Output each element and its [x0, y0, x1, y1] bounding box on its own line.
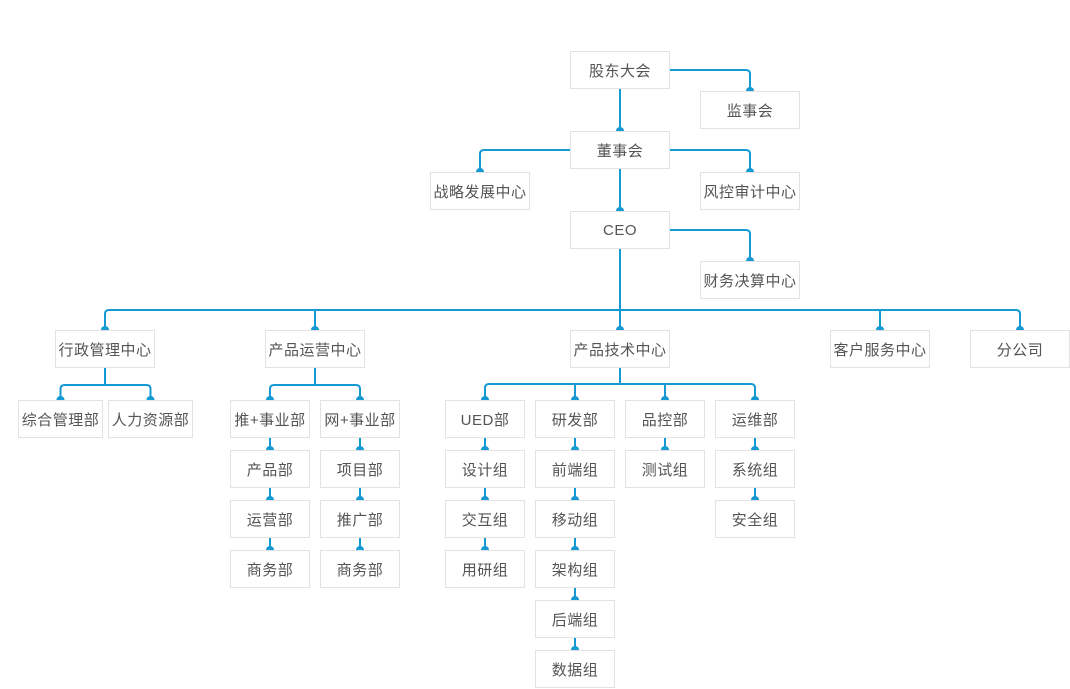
- node-qc-dept: 品控部: [625, 400, 705, 438]
- node-product-ops-center: 产品运营中心: [265, 330, 365, 368]
- node-rd-dept: 研发部: [535, 400, 615, 438]
- node-operations-dept: 运营部: [230, 500, 310, 538]
- node-supervisory-board: 监事会: [700, 91, 800, 129]
- node-risk-audit-center: 风控审计中心: [700, 172, 800, 210]
- node-shareholders-meeting: 股东大会: [570, 51, 670, 89]
- node-om-dept: 运维部: [715, 400, 795, 438]
- node-system-team: 系统组: [715, 450, 795, 488]
- node-backend-team: 后端组: [535, 600, 615, 638]
- node-ued-dept: UED部: [445, 400, 525, 438]
- node-ceo: CEO: [570, 211, 670, 249]
- node-admin-center: 行政管理中心: [55, 330, 155, 368]
- node-general-mgmt-dept: 综合管理部: [18, 400, 103, 438]
- node-hr-dept: 人力资源部: [108, 400, 193, 438]
- node-strategy-center: 战略发展中心: [430, 172, 530, 210]
- node-finance-center: 财务决算中心: [700, 261, 800, 299]
- node-tui-business-dept: 推+事业部: [230, 400, 310, 438]
- node-business-dept-2: 商务部: [320, 550, 400, 588]
- node-board-of-directors: 董事会: [570, 131, 670, 169]
- node-project-dept: 项目部: [320, 450, 400, 488]
- node-data-team: 数据组: [535, 650, 615, 688]
- node-promotion-dept: 推广部: [320, 500, 400, 538]
- node-interaction-team: 交互组: [445, 500, 525, 538]
- node-frontend-team: 前端组: [535, 450, 615, 488]
- node-product-tech-center: 产品技术中心: [570, 330, 670, 368]
- node-design-team: 设计组: [445, 450, 525, 488]
- node-branch-company: 分公司: [970, 330, 1070, 368]
- node-security-team: 安全组: [715, 500, 795, 538]
- node-testing-team: 测试组: [625, 450, 705, 488]
- node-wang-business-dept: 网+事业部: [320, 400, 400, 438]
- node-business-dept-1: 商务部: [230, 550, 310, 588]
- node-mobile-team: 移动组: [535, 500, 615, 538]
- node-customer-service-center: 客户服务中心: [830, 330, 930, 368]
- node-architecture-team: 架构组: [535, 550, 615, 588]
- node-user-research-team: 用研组: [445, 550, 525, 588]
- node-product-dept: 产品部: [230, 450, 310, 488]
